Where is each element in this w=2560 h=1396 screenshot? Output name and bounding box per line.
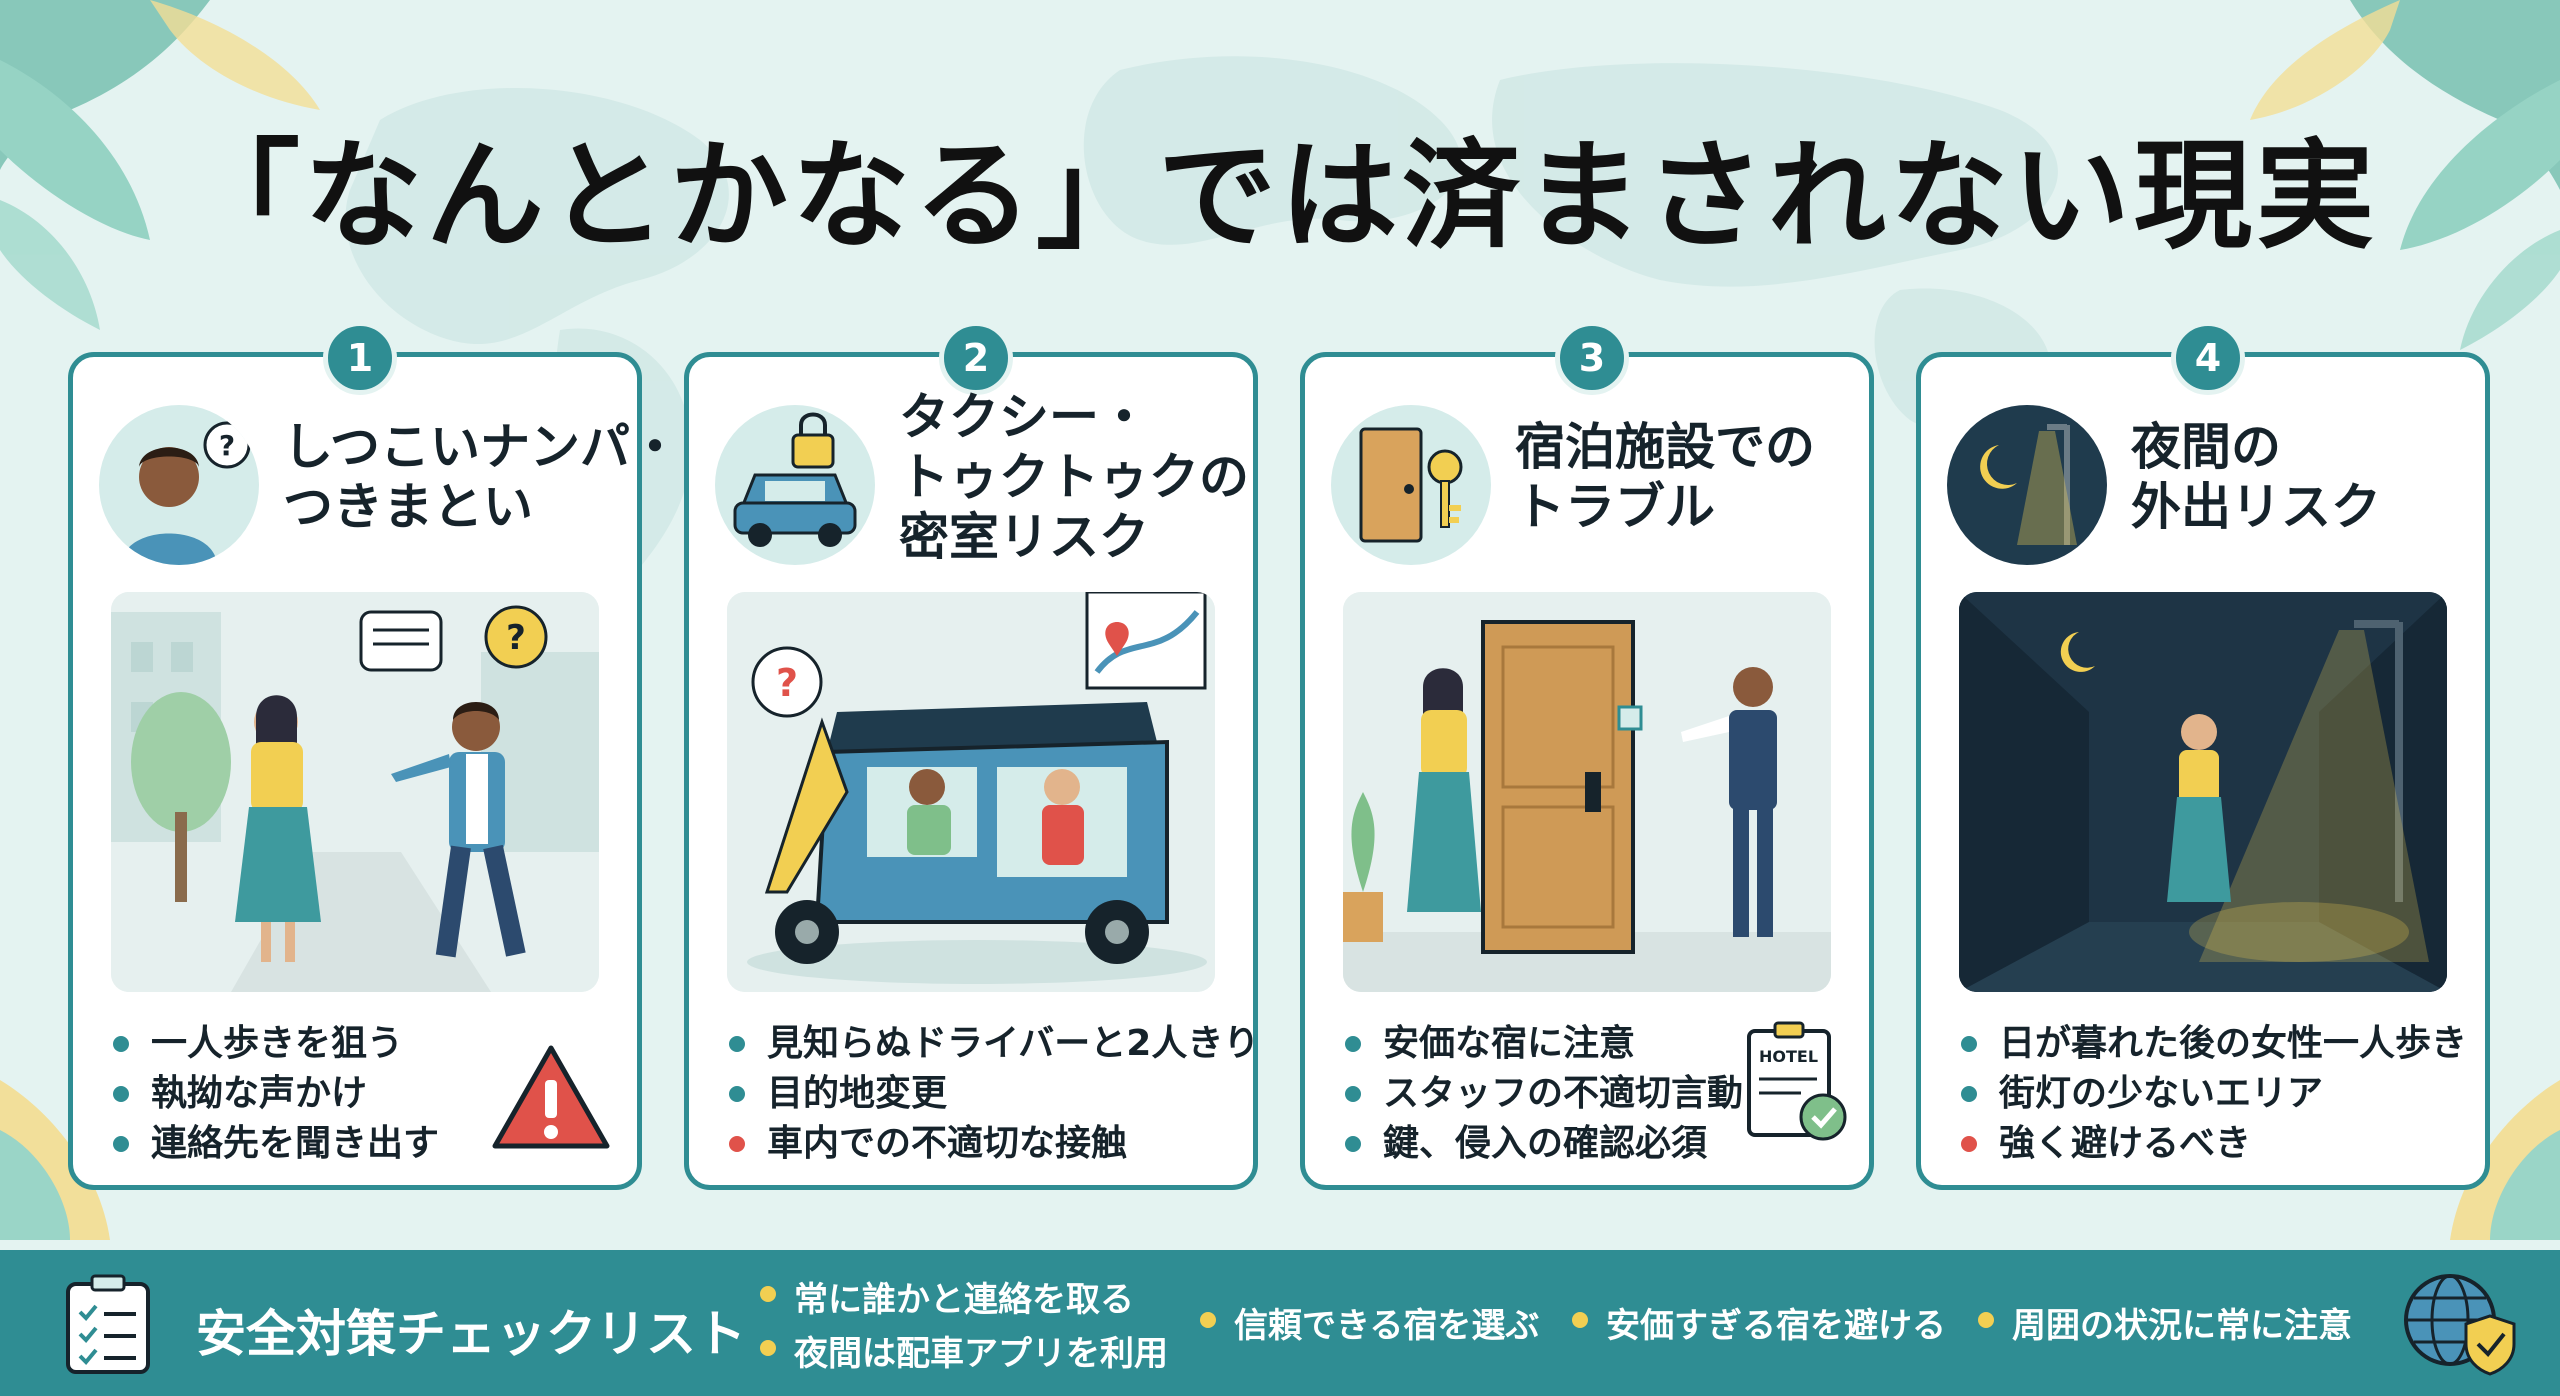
- bullet-item: 目的地変更: [725, 1069, 1245, 1119]
- checklist-icon: [66, 1274, 150, 1374]
- hotel-label: HOTEL: [1759, 1047, 1819, 1066]
- bullet-item: 連絡先を聞き出す: [109, 1119, 529, 1169]
- bullet-item: 執拗な声かけ: [109, 1069, 529, 1119]
- footer-title: 安全対策チェックリスト: [196, 1305, 746, 1363]
- card-title-line: タクシー・: [899, 388, 1149, 446]
- card-number-badge: 2: [939, 321, 1013, 395]
- card-number-badge: 4: [2171, 321, 2245, 395]
- card-title-line: 密室リスク: [899, 508, 1149, 566]
- street-scene-illustration: ?: [111, 592, 599, 992]
- warning-icon: [492, 1045, 610, 1149]
- bullet-item: 日が暮れた後の女性一人歩き: [1957, 1019, 2477, 1069]
- risk-card-1: 1 ? しつこいナンパ・ つきまとい: [68, 321, 680, 1190]
- checklist-item: 安価すぎる宿を避ける: [1572, 1298, 1946, 1347]
- page-title: 「なんとかなる」では済まされない現実: [181, 127, 2378, 265]
- moon-streetlight-icon: [1947, 405, 2107, 565]
- door-key-icon: [1331, 405, 1491, 565]
- hotel-checklist-icon: HOTEL: [1741, 1017, 1851, 1147]
- card-title-line: しつこいナンパ・: [283, 418, 680, 476]
- safety-checklist-footer: 安全対策チェックリスト 常に誰かと連絡を取る 夜間は配車アプリを利用 信頼できる…: [0, 1250, 2560, 1396]
- risk-card-4: 4 夜間の 外出リスク 日が暮れた後の女性一人歩き 街灯の少な: [1916, 321, 2490, 1190]
- bullet-item: 見知らぬドライバーと2人きり: [725, 1019, 1259, 1069]
- risk-card-2: 2 タクシー・ トゥクトゥクの 密室リスク: [684, 321, 1259, 1190]
- card-title-line: トラブル: [1515, 478, 1715, 536]
- card-title-line: 夜間の: [2131, 418, 2281, 476]
- card-title-line: 宿泊施設での: [1515, 418, 1815, 476]
- stranger-question-icon: ?: [99, 405, 259, 565]
- bullet-item: 強く避けるべき: [1957, 1119, 2477, 1169]
- bullet-item: 一人歩きを狙う: [109, 1019, 529, 1069]
- svg-text:?: ?: [506, 618, 526, 658]
- card-title: 宿泊施設での トラブル: [1515, 417, 1865, 537]
- bullet-list: 安価な宿に注意 スタッフの不適切言動 鍵、侵入の確認必須: [1341, 1019, 1761, 1169]
- bullet-item: 安価な宿に注意: [1341, 1019, 1761, 1069]
- bullet-item: スタッフの不適切言動: [1341, 1069, 1761, 1119]
- hotel-door-illustration: [1343, 592, 1831, 992]
- globe-shield-icon: [2404, 1274, 2516, 1376]
- checklist-item: 信頼できる宿を選ぶ: [1200, 1298, 1539, 1347]
- tuk-tuk-illustration: ?: [727, 592, 1215, 992]
- svg-text:?: ?: [219, 429, 235, 462]
- bullet-list: 一人歩きを狙う 執拗な声かけ 連絡先を聞き出す: [109, 1019, 529, 1169]
- card-title: タクシー・ トゥクトゥクの 密室リスク: [899, 387, 1249, 567]
- card-title-line: 外出リスク: [2131, 478, 2381, 536]
- bullet-item: 鍵、侵入の確認必須: [1341, 1119, 1761, 1169]
- card-number-badge: 1: [323, 321, 397, 395]
- card-title-line: つきまとい: [283, 478, 533, 536]
- bullet-list: 日が暮れた後の女性一人歩き 街灯の少ないエリア 強く避けるべき: [1957, 1019, 2477, 1169]
- svg-text:?: ?: [776, 661, 798, 705]
- checklist-item: 常に誰かと連絡を取る: [760, 1272, 1134, 1321]
- checklist-item: 夜間は配車アプリを利用: [760, 1326, 1168, 1375]
- card-title: 夜間の 外出リスク: [2131, 417, 2481, 537]
- card-title-line: トゥクトゥクの: [899, 448, 1249, 506]
- bullet-list: 見知らぬドライバーと2人きり 目的地変更 車内での不適切な接触: [725, 1019, 1259, 1169]
- night-street-illustration: [1959, 592, 2447, 992]
- risk-card-3: 3 宿泊施設での トラブル: [1300, 321, 1874, 1190]
- card-number-badge: 3: [1555, 321, 1629, 395]
- card-title: しつこいナンパ・ つきまとい: [283, 417, 680, 537]
- checklist-item: 周囲の状況に常に注意: [1978, 1298, 2352, 1347]
- bullet-item: 車内での不適切な接触: [725, 1119, 1245, 1169]
- locked-taxi-icon: [715, 405, 875, 565]
- bullet-item: 街灯の少ないエリア: [1957, 1069, 2477, 1119]
